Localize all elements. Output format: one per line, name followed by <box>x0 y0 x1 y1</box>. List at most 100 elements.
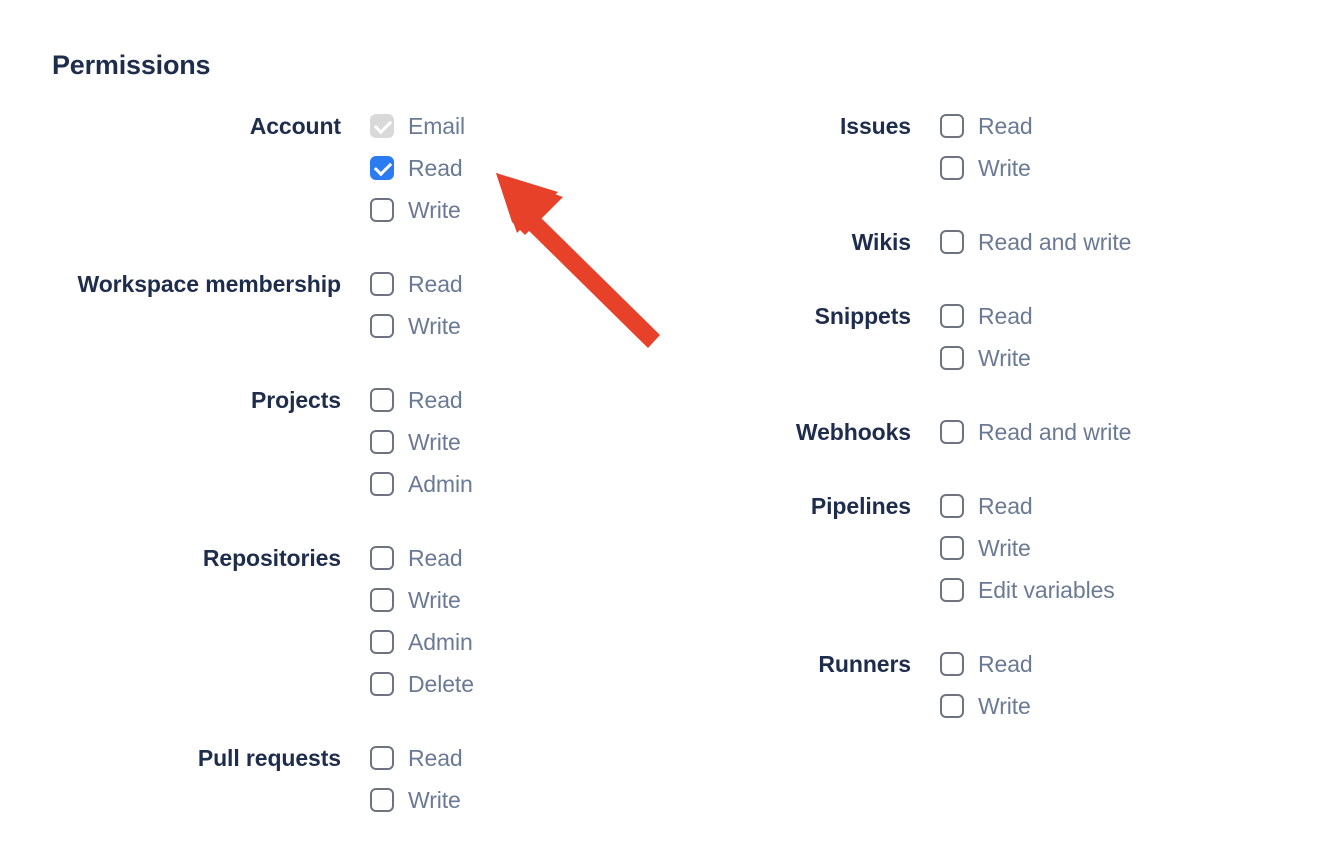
permission-option-row[interactable]: Write <box>940 147 1033 189</box>
permission-group: Webhooks Read and write <box>570 411 1310 453</box>
permission-option-row[interactable]: Admin <box>370 463 473 505</box>
checkbox-read-and-write[interactable] <box>940 230 964 254</box>
checkmark-icon <box>373 115 393 135</box>
permission-option-row[interactable]: Read and write <box>940 221 1131 263</box>
checkbox-read[interactable] <box>940 652 964 676</box>
permission-option-label: Admin <box>408 470 473 497</box>
permission-option-label: Write <box>978 344 1031 371</box>
permission-option-row[interactable]: Write <box>940 337 1033 379</box>
permission-option-label: Write <box>408 428 461 455</box>
checkbox-write[interactable] <box>940 694 964 718</box>
permission-option-row[interactable]: Write <box>370 421 473 463</box>
permission-option-row[interactable]: Read <box>370 147 465 189</box>
permission-option-row[interactable]: Read <box>370 263 463 305</box>
permission-option-label: Read <box>408 744 463 771</box>
permission-option-list: Read and write <box>911 411 1131 453</box>
permission-group-label: Wikis <box>851 229 911 255</box>
permission-option-label: Email <box>408 112 466 139</box>
permission-option-row[interactable]: Read <box>940 485 1115 527</box>
permission-option-row[interactable]: Write <box>370 189 465 231</box>
permission-option-row[interactable]: Write <box>370 305 463 347</box>
permission-option-row[interactable]: Read <box>940 643 1033 685</box>
permission-option-label: Read and write <box>978 418 1132 445</box>
permission-option-label: Write <box>978 692 1031 719</box>
checkbox-read[interactable] <box>370 156 394 180</box>
permission-option-label: Read <box>408 154 463 181</box>
checkbox-read[interactable] <box>370 746 394 770</box>
permission-group-label: Pipelines <box>810 493 911 519</box>
permission-option-row[interactable]: Read <box>370 737 463 779</box>
checkbox-read[interactable] <box>370 388 394 412</box>
permission-option-label: Read and write <box>978 228 1132 255</box>
permission-option-label: Write <box>408 196 461 223</box>
checkmark-icon <box>373 157 393 177</box>
checkbox-admin[interactable] <box>370 472 394 496</box>
permission-option-label: Read <box>408 544 463 571</box>
permission-option-row[interactable]: Email <box>370 105 465 147</box>
permission-option-row[interactable]: Write <box>370 779 463 821</box>
permission-option-label: Read <box>408 386 463 413</box>
permission-option-label: Read <box>978 492 1033 519</box>
permission-option-label: Write <box>978 154 1031 181</box>
permission-option-label: Write <box>408 312 461 339</box>
permission-group-label: Account <box>249 113 341 139</box>
checkbox-write[interactable] <box>940 346 964 370</box>
checkbox-write[interactable] <box>370 314 394 338</box>
permission-group-label: Runners <box>818 651 911 677</box>
checkbox-write[interactable] <box>940 156 964 180</box>
permission-option-row[interactable]: Write <box>940 685 1033 727</box>
permission-option-row[interactable]: Write <box>940 527 1115 569</box>
permission-option-row[interactable]: Edit variables <box>940 569 1115 611</box>
permission-option-label: Write <box>408 786 461 813</box>
permission-group-label: Webhooks <box>795 419 911 445</box>
permission-option-row[interactable]: Read <box>370 537 474 579</box>
permission-option-label: Edit variables <box>978 576 1115 603</box>
checkbox-write[interactable] <box>370 198 394 222</box>
permission-option-row[interactable]: Read <box>940 105 1033 147</box>
checkbox-read[interactable] <box>940 114 964 138</box>
checkbox-write[interactable] <box>370 788 394 812</box>
permission-option-row[interactable]: Read <box>940 295 1033 337</box>
checkbox-write[interactable] <box>370 588 394 612</box>
permission-option-label: Write <box>978 534 1031 561</box>
checkbox-write[interactable] <box>940 536 964 560</box>
checkbox-read[interactable] <box>370 546 394 570</box>
checkbox-read[interactable] <box>940 494 964 518</box>
checkbox-read-and-write[interactable] <box>940 420 964 444</box>
permission-group-label: Pull requests <box>197 745 341 771</box>
permission-option-row[interactable]: Read and write <box>940 411 1131 453</box>
permission-option-label: Write <box>408 586 461 613</box>
checkbox-delete[interactable] <box>370 672 394 696</box>
checkbox-write[interactable] <box>370 430 394 454</box>
checkbox-admin[interactable] <box>370 630 394 654</box>
permission-group-label: Projects <box>251 387 341 413</box>
permission-option-label: Read <box>978 302 1033 329</box>
permission-option-row[interactable]: Admin <box>370 621 474 663</box>
permission-option-label: Read <box>978 650 1033 677</box>
checkbox-edit-variables[interactable] <box>940 578 964 602</box>
checkbox-read[interactable] <box>370 272 394 296</box>
permission-option-row[interactable]: Write <box>370 579 474 621</box>
permission-option-label: Read <box>408 270 463 297</box>
permission-option-row[interactable]: Read <box>370 379 473 421</box>
permission-group-label: Snippets <box>814 303 911 329</box>
checkbox-read[interactable] <box>940 304 964 328</box>
permission-option-row[interactable]: Delete <box>370 663 474 705</box>
permission-option-label: Admin <box>408 628 473 655</box>
permission-group-label: Workspace membership <box>77 271 342 297</box>
